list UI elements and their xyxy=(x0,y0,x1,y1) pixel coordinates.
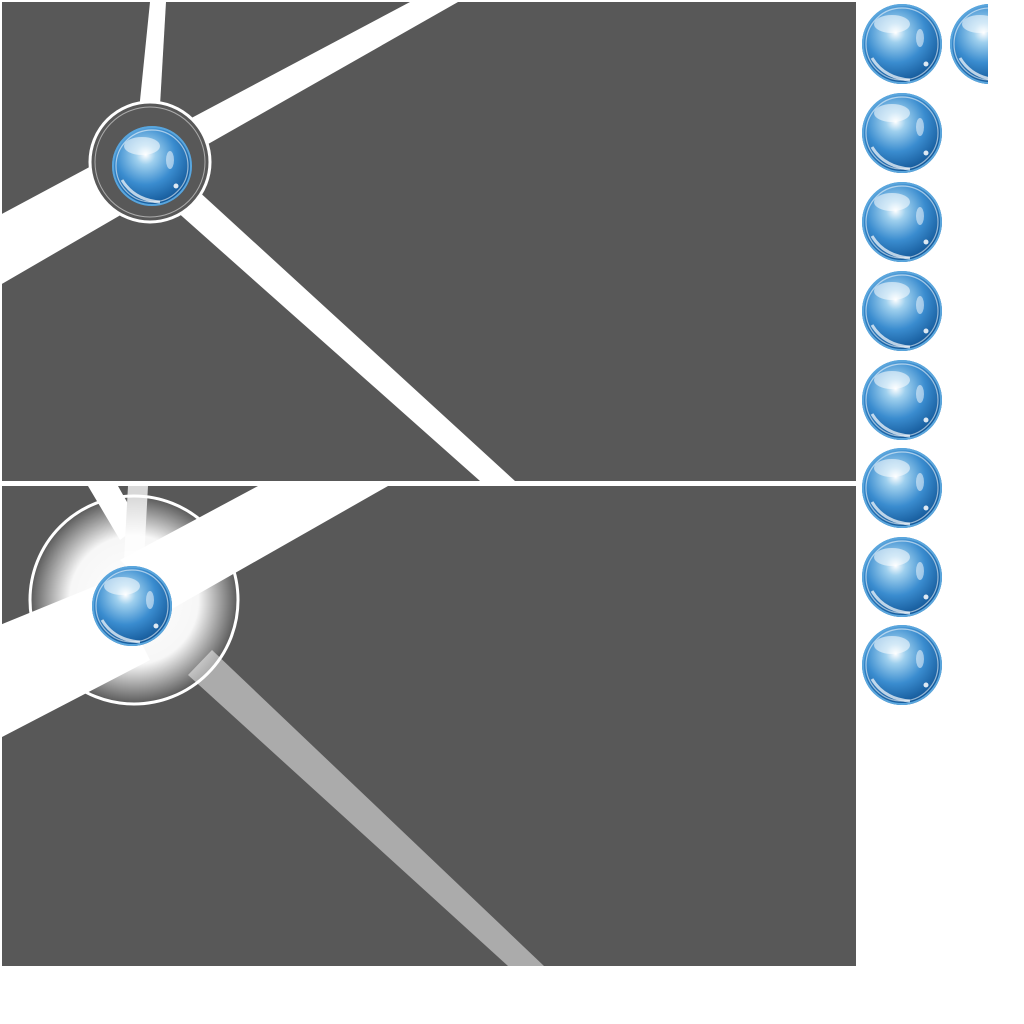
glass-bubble-icon xyxy=(860,446,944,530)
sprite-sheet xyxy=(860,2,988,707)
board-panel-bottom xyxy=(2,486,856,966)
connection-line[interactable] xyxy=(150,2,458,160)
selection-ring-inner xyxy=(94,106,206,218)
panel-divider xyxy=(2,481,856,486)
glass-bubble-icon xyxy=(860,180,944,264)
board-panel-top xyxy=(2,2,856,481)
glass-bubble-icon xyxy=(860,91,944,175)
glass-bubble-icon xyxy=(860,2,944,86)
glass-bubble-icon[interactable] xyxy=(110,124,194,208)
glass-bubble-icon xyxy=(860,623,944,707)
connection-line-inactive[interactable] xyxy=(188,650,544,966)
connection-line[interactable] xyxy=(175,188,515,481)
glass-bubble-icon[interactable] xyxy=(90,564,174,648)
glass-bubble-icon xyxy=(860,535,944,619)
selection-ring-icon xyxy=(28,494,240,706)
glass-bubble-icon xyxy=(948,2,988,86)
glass-bubble-icon xyxy=(860,358,944,442)
glass-bubble-icon xyxy=(860,269,944,353)
